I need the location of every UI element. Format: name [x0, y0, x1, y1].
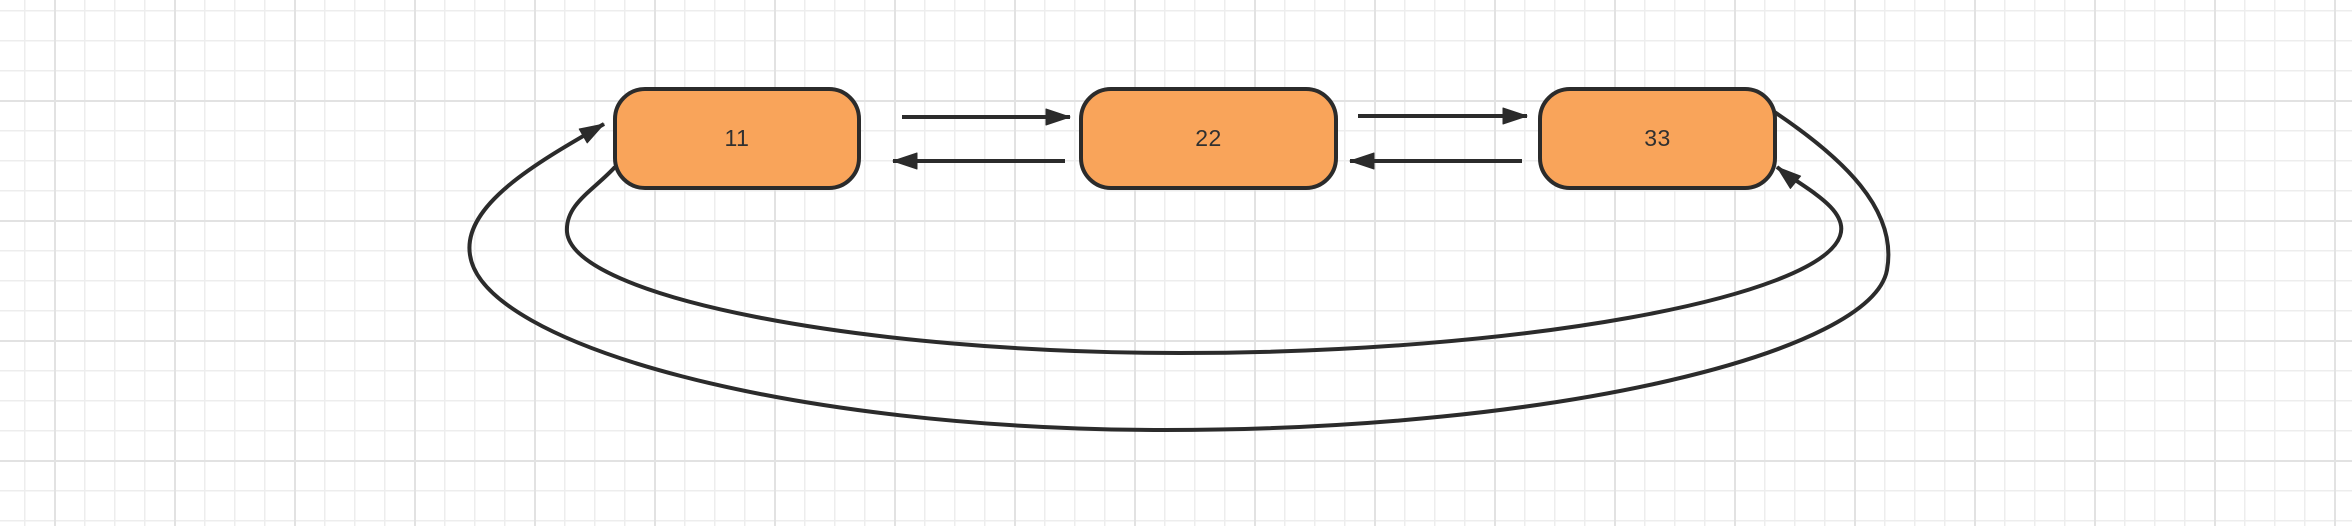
node-22-label: 22	[1195, 125, 1222, 151]
arrow-11-to-33-inner-curve[interactable]	[564, 165, 1844, 355]
node-33-label: 33	[1644, 125, 1671, 151]
node-22[interactable]: 22	[1079, 87, 1338, 190]
node-11[interactable]: 11	[613, 87, 861, 190]
arrow-33-to-11-outer-curve[interactable]	[467, 107, 1891, 432]
node-33[interactable]: 33	[1538, 87, 1777, 190]
node-11-label: 11	[724, 125, 750, 151]
